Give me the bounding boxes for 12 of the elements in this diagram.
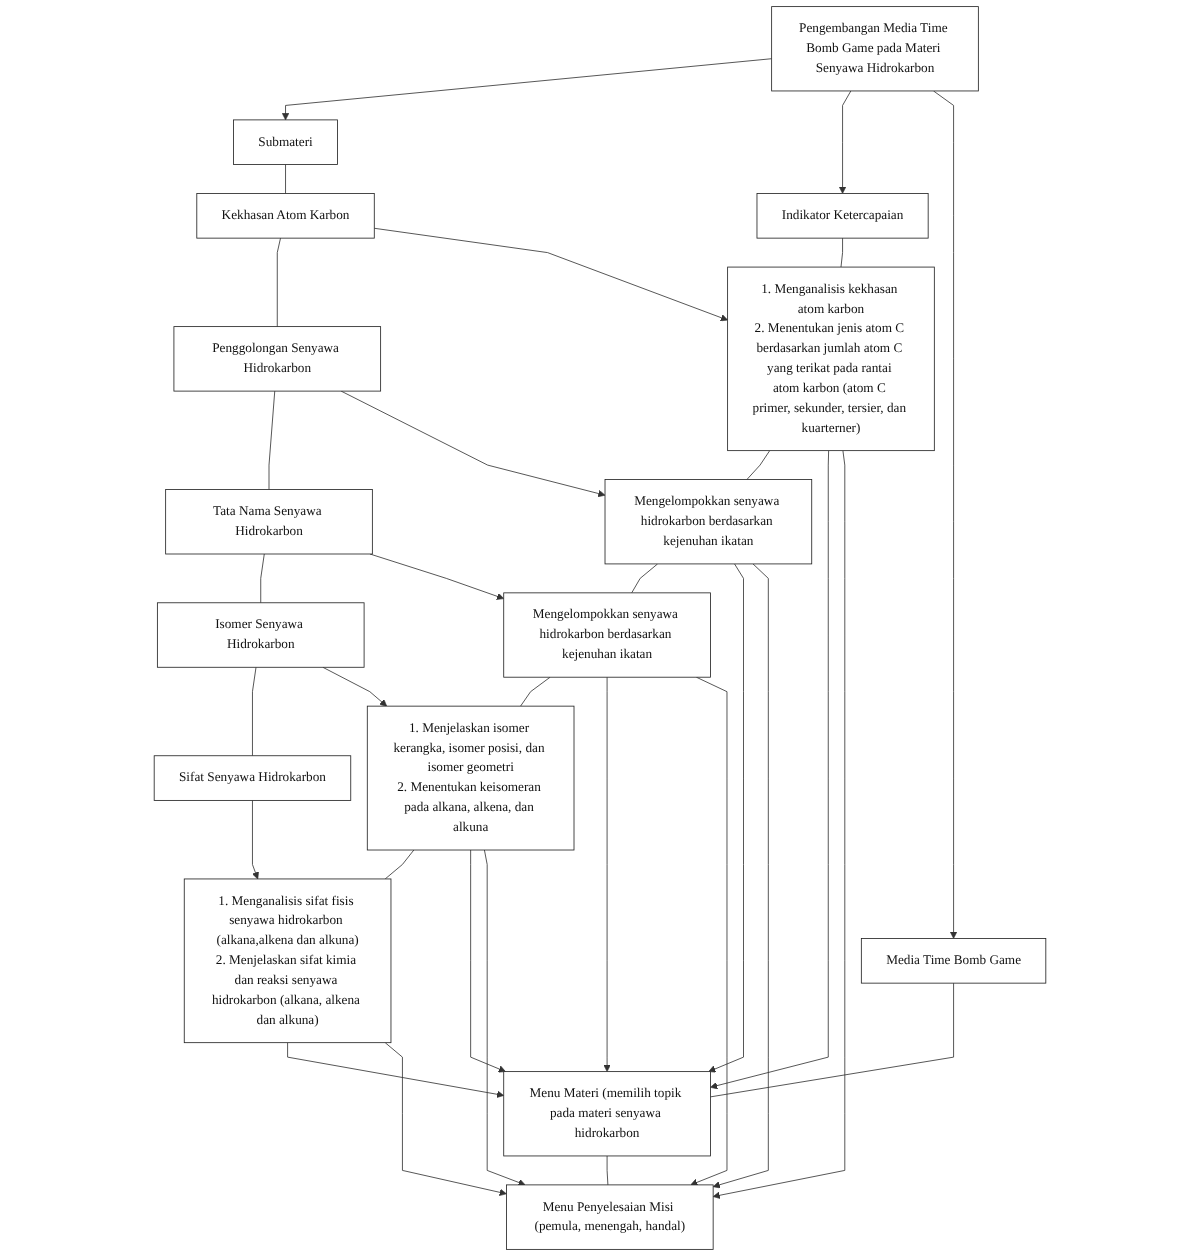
connector [285, 164, 286, 194]
connector [840, 237, 843, 268]
connector [384, 849, 415, 880]
connector [276, 237, 281, 328]
connector [631, 563, 658, 594]
connector [520, 676, 551, 707]
connector [260, 553, 265, 604]
connector [746, 450, 771, 480]
connector [710, 982, 954, 1098]
connector [606, 1155, 609, 1186]
connector [268, 390, 276, 490]
connector [252, 666, 257, 757]
